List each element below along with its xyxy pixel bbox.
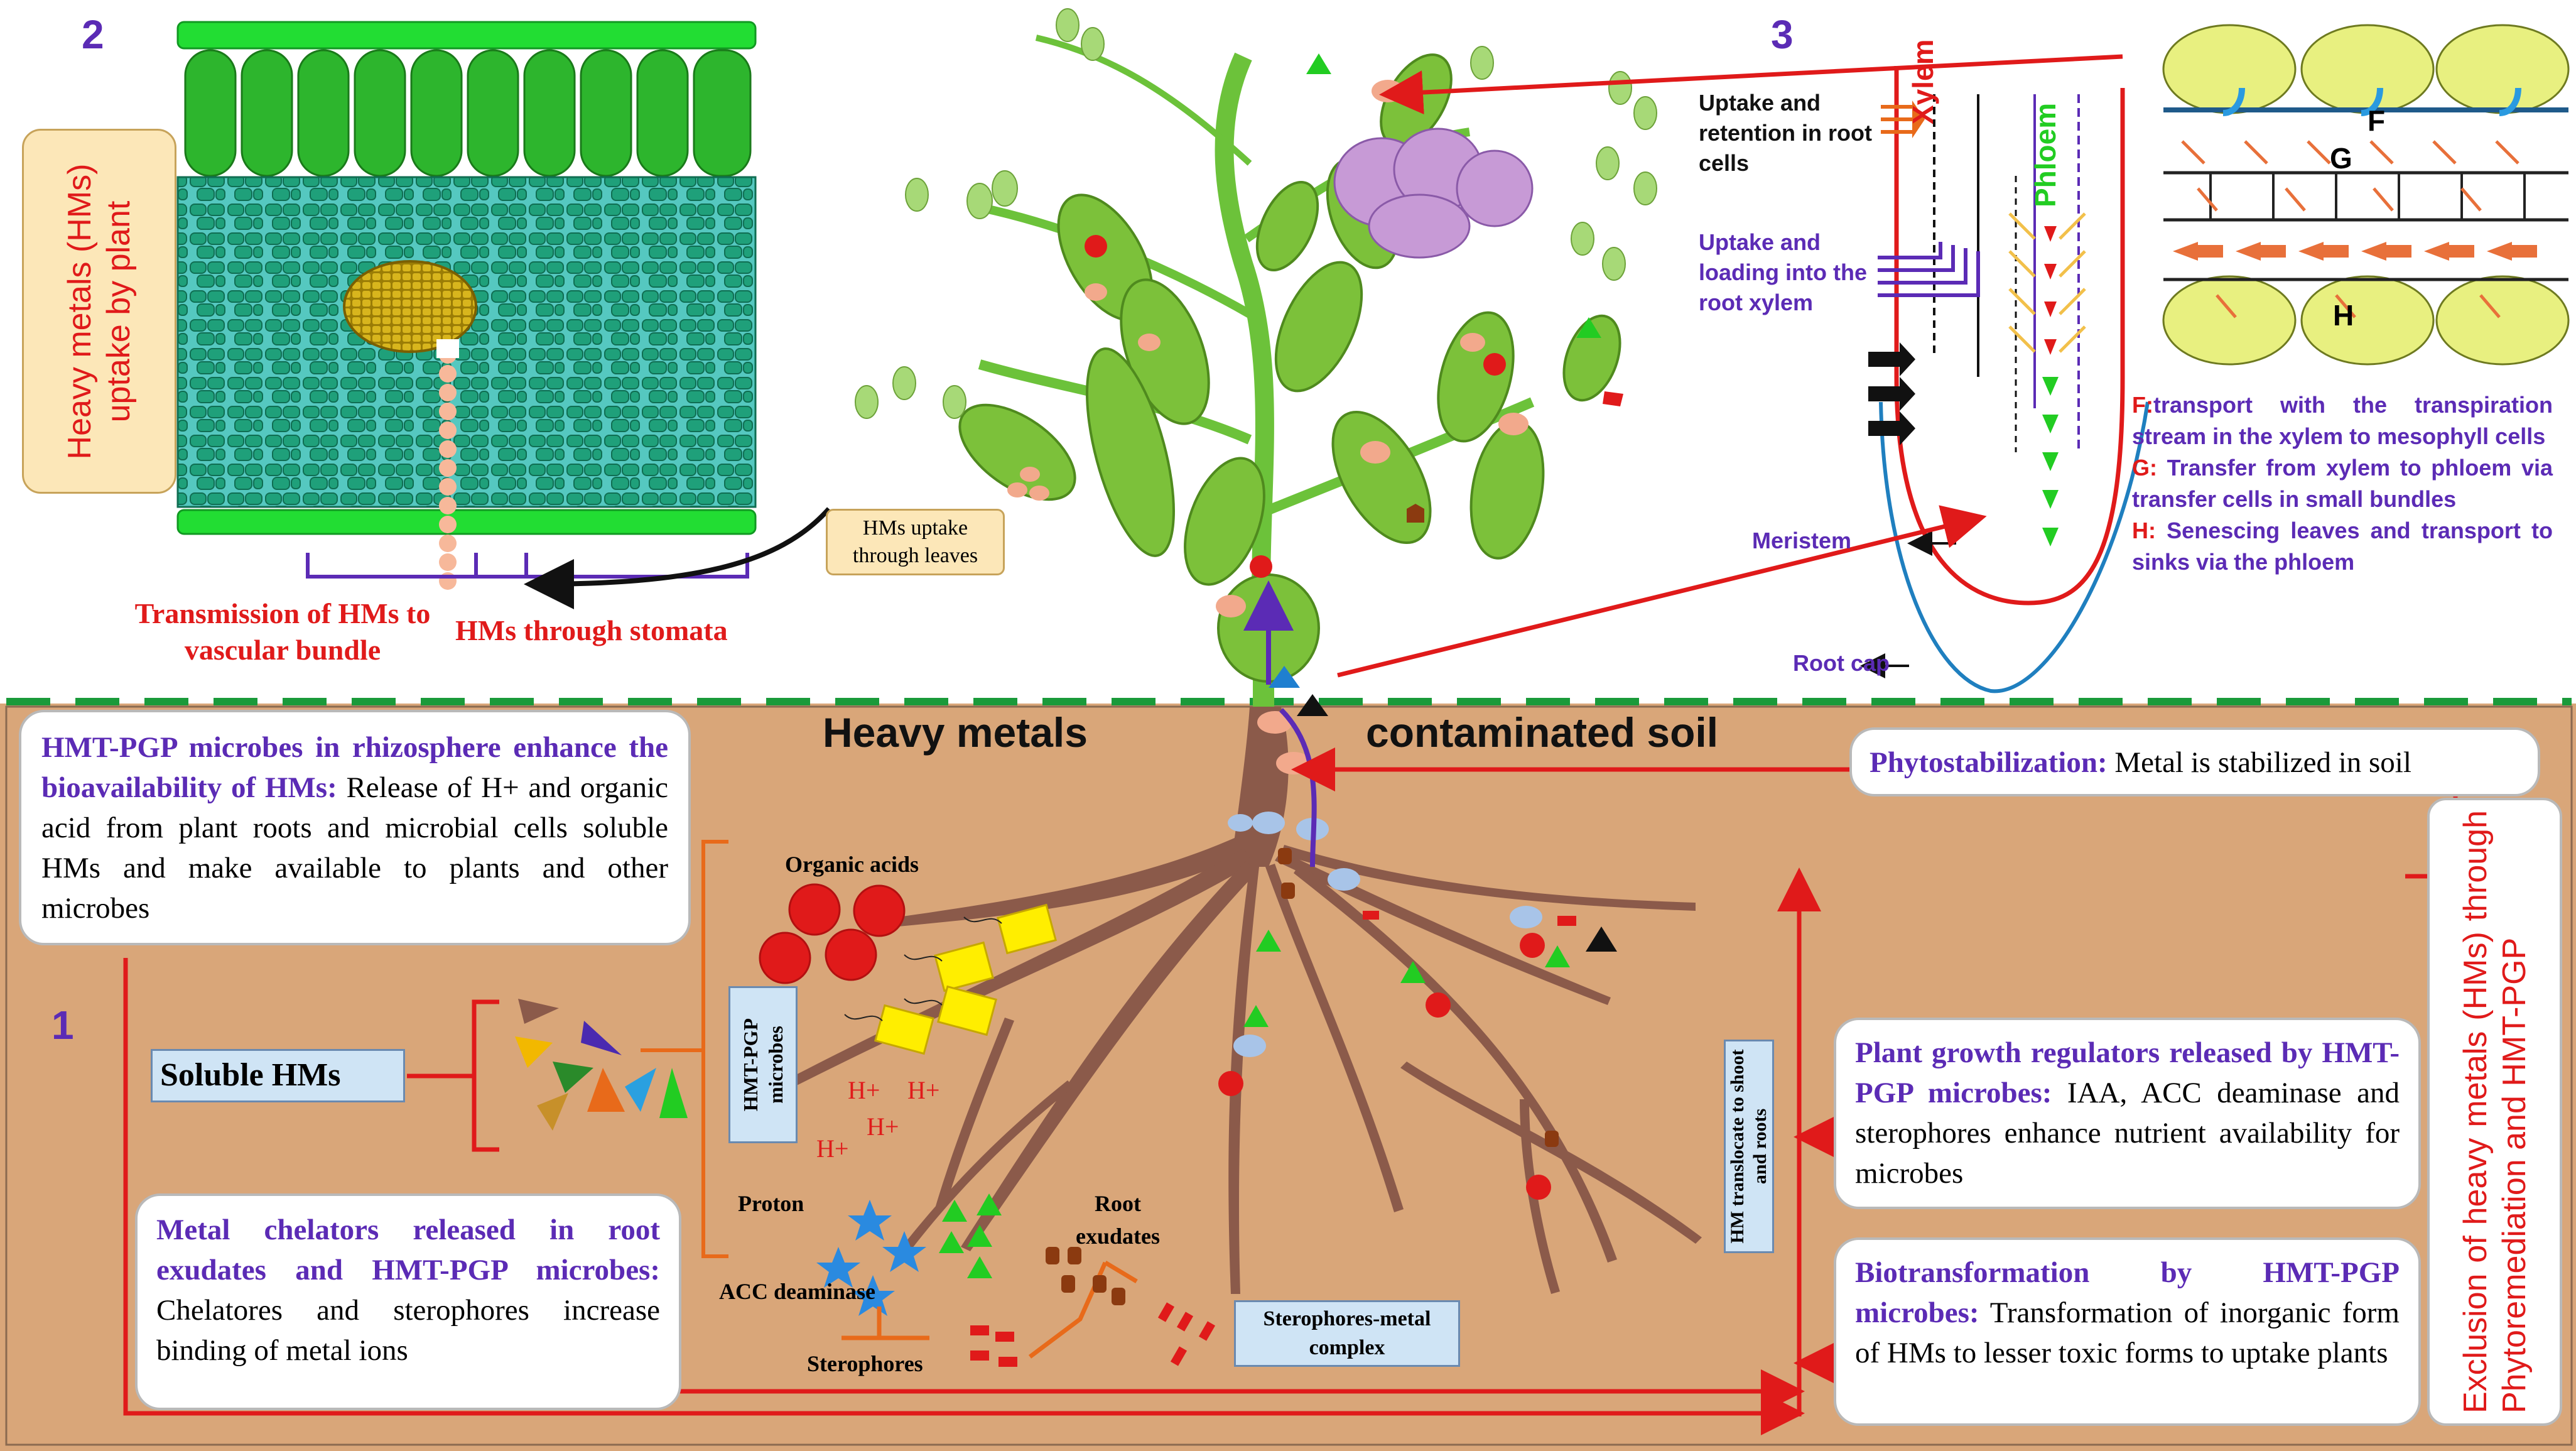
hm-uptake-label: Heavy metals (HMs) uptake by plant: [62, 163, 137, 459]
growth-regulators-title: Plant growth regulators released by HMT-…: [1855, 1036, 2400, 1109]
hmt-microbes-label: HMT-PGP microbes: [739, 1018, 787, 1112]
flower-icon: [1333, 128, 1534, 259]
biotransformation-box: Biotransformation by HMT-PGP microbes: T…: [1834, 1237, 2421, 1426]
uptake-loading-label: Uptake and loading into the root xylem: [1699, 229, 1867, 315]
growth-regulators-text: IAA, ACC deaminase and sterophores enhan…: [1855, 1077, 2400, 1190]
organic-acids-label: Organic acids: [785, 852, 919, 877]
panel-number-3: 3: [1771, 12, 1794, 57]
transmission-label: Transmission of HMs to vascular bundle: [134, 597, 431, 666]
soluble-hms-label: Soluble HMs: [151, 1049, 405, 1102]
exclusion-label: Exclusion of heavy metals (HMs) through …: [2457, 810, 2533, 1413]
chelators-box: Metal chelators released in root exudate…: [135, 1193, 681, 1410]
sterophores-label: Sterophores: [807, 1351, 923, 1376]
phytostabilization-title: Phytostabilization:: [1870, 746, 2108, 779]
g-line: G: Transfer from xylem to phloem via tra…: [2132, 455, 2553, 512]
root-cap-label: Root cap: [1793, 650, 1890, 676]
root-system: [785, 707, 1702, 1294]
hmt-microbes-box: HMT-PGP microbes: [728, 986, 798, 1143]
h-line: H: Senescing leaves and transport to sin…: [2132, 518, 2553, 575]
sterophores-complex-label: Sterophores-metal complex: [1234, 1300, 1460, 1367]
h-plus-2: H+: [907, 1076, 940, 1104]
leaves-uptake-label: HMs uptake through leaves: [826, 509, 1005, 575]
hm-translocate-label: HM translocate to shoot and roots: [1727, 1049, 1770, 1244]
stomata-label: HMs through stomata: [455, 614, 728, 646]
panel-number-2: 2: [82, 12, 104, 57]
f-line: F:transport with the transpiration strea…: [2132, 392, 2553, 449]
letter-g: G: [2330, 142, 2352, 175]
letter-h: H: [2333, 299, 2354, 332]
heavy-metals-heading: Heavy metals: [823, 709, 1088, 756]
xylem-label: Xylem: [1907, 39, 1939, 124]
uptake-retention-label: Uptake and retention in root cells: [1699, 90, 1872, 176]
cell-transfer-diagram: [2162, 24, 2570, 366]
root-tip-diagram: [1860, 66, 2150, 693]
acc-deaminase-label: ACC deaminase: [719, 1279, 875, 1304]
biotransformation-text: Transformation of inorganic form of HMs …: [1855, 1296, 2400, 1369]
chelators-text: Chelatores and sterophores increase bind…: [156, 1294, 660, 1367]
hm-translocate-box: HM translocate to shoot and roots: [1724, 1040, 1774, 1253]
fgh-description: F:transport with the transpiration strea…: [2132, 389, 2553, 578]
hm-uptake-side-box: Heavy metals (HMs) uptake by plant: [22, 129, 176, 494]
h-plus-3: H+: [867, 1112, 899, 1141]
letter-f: F: [2368, 104, 2386, 137]
phytostabilization-box: Phytostabilization: Metal is stabilized …: [1849, 727, 2540, 796]
leaf-cross-section: [176, 21, 757, 590]
proton-label: Proton: [738, 1191, 804, 1216]
h-plus-1: H+: [848, 1076, 880, 1104]
exclusion-box: Exclusion of heavy metals (HMs) through …: [2427, 798, 2562, 1426]
plant-shoot: [855, 8, 1657, 707]
growth-regulators-box: Plant growth regulators released by HMT-…: [1834, 1018, 2421, 1209]
phytostabilization-text: Metal is stabilized in soil: [2107, 746, 2411, 779]
panel-number-1: 1: [51, 1003, 74, 1048]
meristem-label: Meristem: [1752, 528, 1852, 553]
rhizosphere-box: HMT-PGP microbes in rhizosphere enhance …: [19, 710, 691, 945]
phloem-label: Phloem: [2029, 102, 2062, 207]
chelators-title: Metal chelators released in root exudate…: [156, 1214, 660, 1286]
root-exudates-label: Root exudates: [1076, 1191, 1160, 1249]
h-plus-4: H+: [816, 1134, 849, 1163]
rhizosphere-title: HMT-PGP microbes in rhizosphere enhance …: [41, 731, 668, 804]
contaminated-soil-heading: contaminated soil: [1366, 709, 1719, 756]
biotransformation-title: Biotransformation by HMT-PGP microbes:: [1855, 1256, 2400, 1329]
rhizosphere-text: Release of H+ and organic acid from plan…: [41, 771, 669, 925]
